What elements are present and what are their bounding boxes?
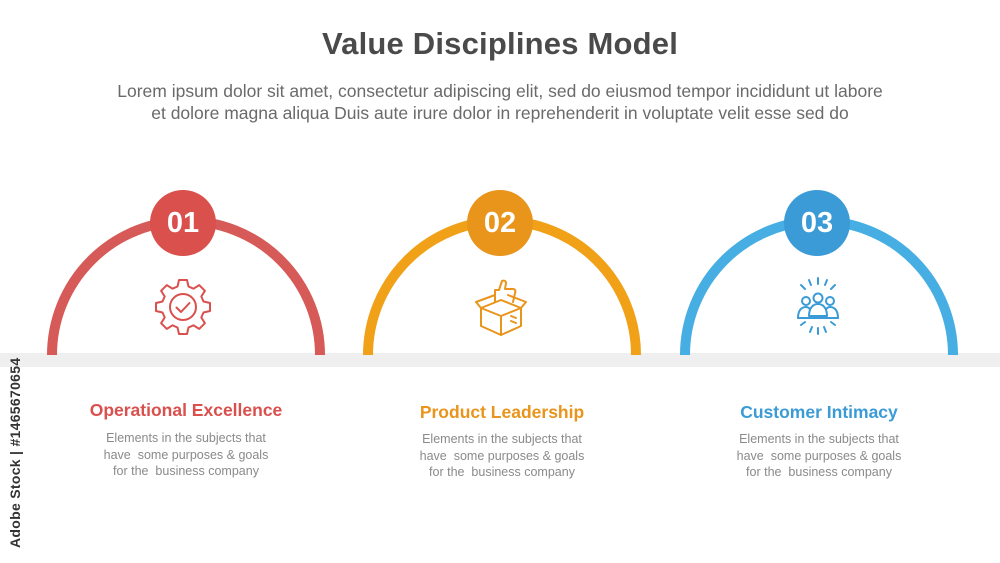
- discipline-description: Elements in the subjects that have some …: [402, 431, 602, 481]
- customer-group-icon: [797, 277, 839, 335]
- description-line: for the business company: [113, 464, 259, 478]
- description-line: Elements in the subjects that: [422, 432, 582, 446]
- subtitle-line: et dolore magna aliqua Duis aute irure d…: [151, 103, 849, 123]
- step-number-badge: 03: [784, 190, 850, 256]
- description-line: Elements in the subjects that: [106, 431, 266, 445]
- discipline-title: Product Leadership: [419, 402, 585, 422]
- description-line: have some purposes & goals: [103, 447, 269, 462]
- baseline-bar: [0, 353, 1000, 367]
- description-line: for the business company: [429, 465, 575, 479]
- step-number-badge: 01: [150, 190, 216, 256]
- gear-check-icon: [155, 279, 211, 335]
- discipline-product-leadership: 02 Product Leadership Elements in the su…: [362, 190, 642, 520]
- step-number-badge: 02: [467, 190, 533, 256]
- stock-watermark-label: Adobe Stock | #1465670654: [7, 357, 23, 548]
- discipline-title: Operational Excellence: [89, 400, 283, 420]
- product-box-thumbs-up-icon: [475, 279, 527, 336]
- description-line: have some purposes & goals: [419, 448, 585, 463]
- description-line: for the business company: [746, 465, 892, 479]
- description-line: have some purposes & goals: [736, 448, 902, 463]
- discipline-description: Elements in the subjects that have some …: [719, 431, 919, 481]
- discipline-customer-intimacy: 03 Customer Intimacy Elements in the sub…: [679, 190, 959, 520]
- discipline-operational-excellence: 01 Operational Excellence Elements in th…: [46, 190, 326, 520]
- page-subtitle: Lorem ipsum dolor sit amet, consectetur …: [40, 80, 960, 124]
- subtitle-line: Lorem ipsum dolor sit amet, consectetur …: [117, 81, 883, 101]
- page-title: Value Disciplines Model: [321, 26, 679, 61]
- discipline-description: Elements in the subjects that have some …: [86, 430, 286, 480]
- discipline-title: Customer Intimacy: [740, 402, 898, 422]
- description-line: Elements in the subjects that: [739, 432, 899, 446]
